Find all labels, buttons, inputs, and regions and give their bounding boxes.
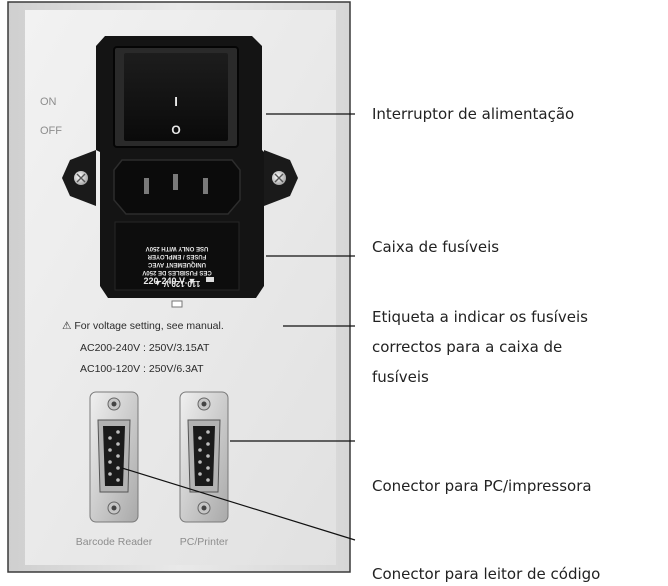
barcode-reader-connector[interactable] — [89, 391, 139, 523]
power-inlet — [113, 159, 241, 215]
callout-lines — [121, 113, 356, 541]
switch-off-mark: O — [171, 123, 180, 137]
switch-on-mark: I — [174, 94, 178, 109]
callout-pc-printer: Conector para PC/impressora — [372, 477, 592, 495]
barcode-reader-port-label: Barcode Reader — [76, 536, 153, 548]
power-switch[interactable]: I O — [113, 46, 239, 148]
switch-on-label: ON — [40, 96, 57, 108]
pc-printer-connector[interactable] — [179, 391, 229, 523]
indicator-mark — [171, 300, 183, 308]
fuse-label-line: USE ONLY WITH 250V — [146, 245, 209, 251]
fuse-label-line: CES FUSIBLES DE 250V — [142, 269, 211, 275]
callout-power-switch: Interruptor de alimentação — [372, 105, 574, 123]
callout-fuse-label-line1: Etiqueta a indicar os fusíveis — [372, 308, 588, 326]
fuse-label-line: FUSES / EMPLOYER — [147, 253, 206, 259]
pc-printer-port-label: PC/Printer — [180, 536, 229, 548]
fuse-box[interactable]: 110-120 V ▲ CES FUSIBLES DE 250V UNIQUEM… — [114, 221, 240, 291]
callout-fuse-label-line2: correctos para a caixa de — [372, 338, 562, 356]
callout-fuse-label-line3: fusíveis — [372, 368, 429, 386]
fuse-spec-high: AC200-240V : 250V/3.15AT — [80, 342, 210, 354]
callout-line-barcode — [121, 467, 356, 541]
fuse-label-line: 220-240 V ▼ — [144, 276, 197, 286]
callout-barcode: Conector para leitor de código — [372, 565, 600, 583]
callout-fuse-box: Caixa de fusíveis — [372, 238, 499, 256]
fuse-spec-low: AC100-120V : 250V/6.3AT — [80, 363, 204, 375]
switch-off-label: OFF — [40, 125, 62, 137]
fuse-label-line: UNIQUEMENT AVEC — [147, 261, 206, 267]
fuse-label-line: 110-120 V ▲ — [154, 279, 201, 288]
voltage-warning: ⚠ For voltage setting, see manual. — [62, 320, 224, 332]
